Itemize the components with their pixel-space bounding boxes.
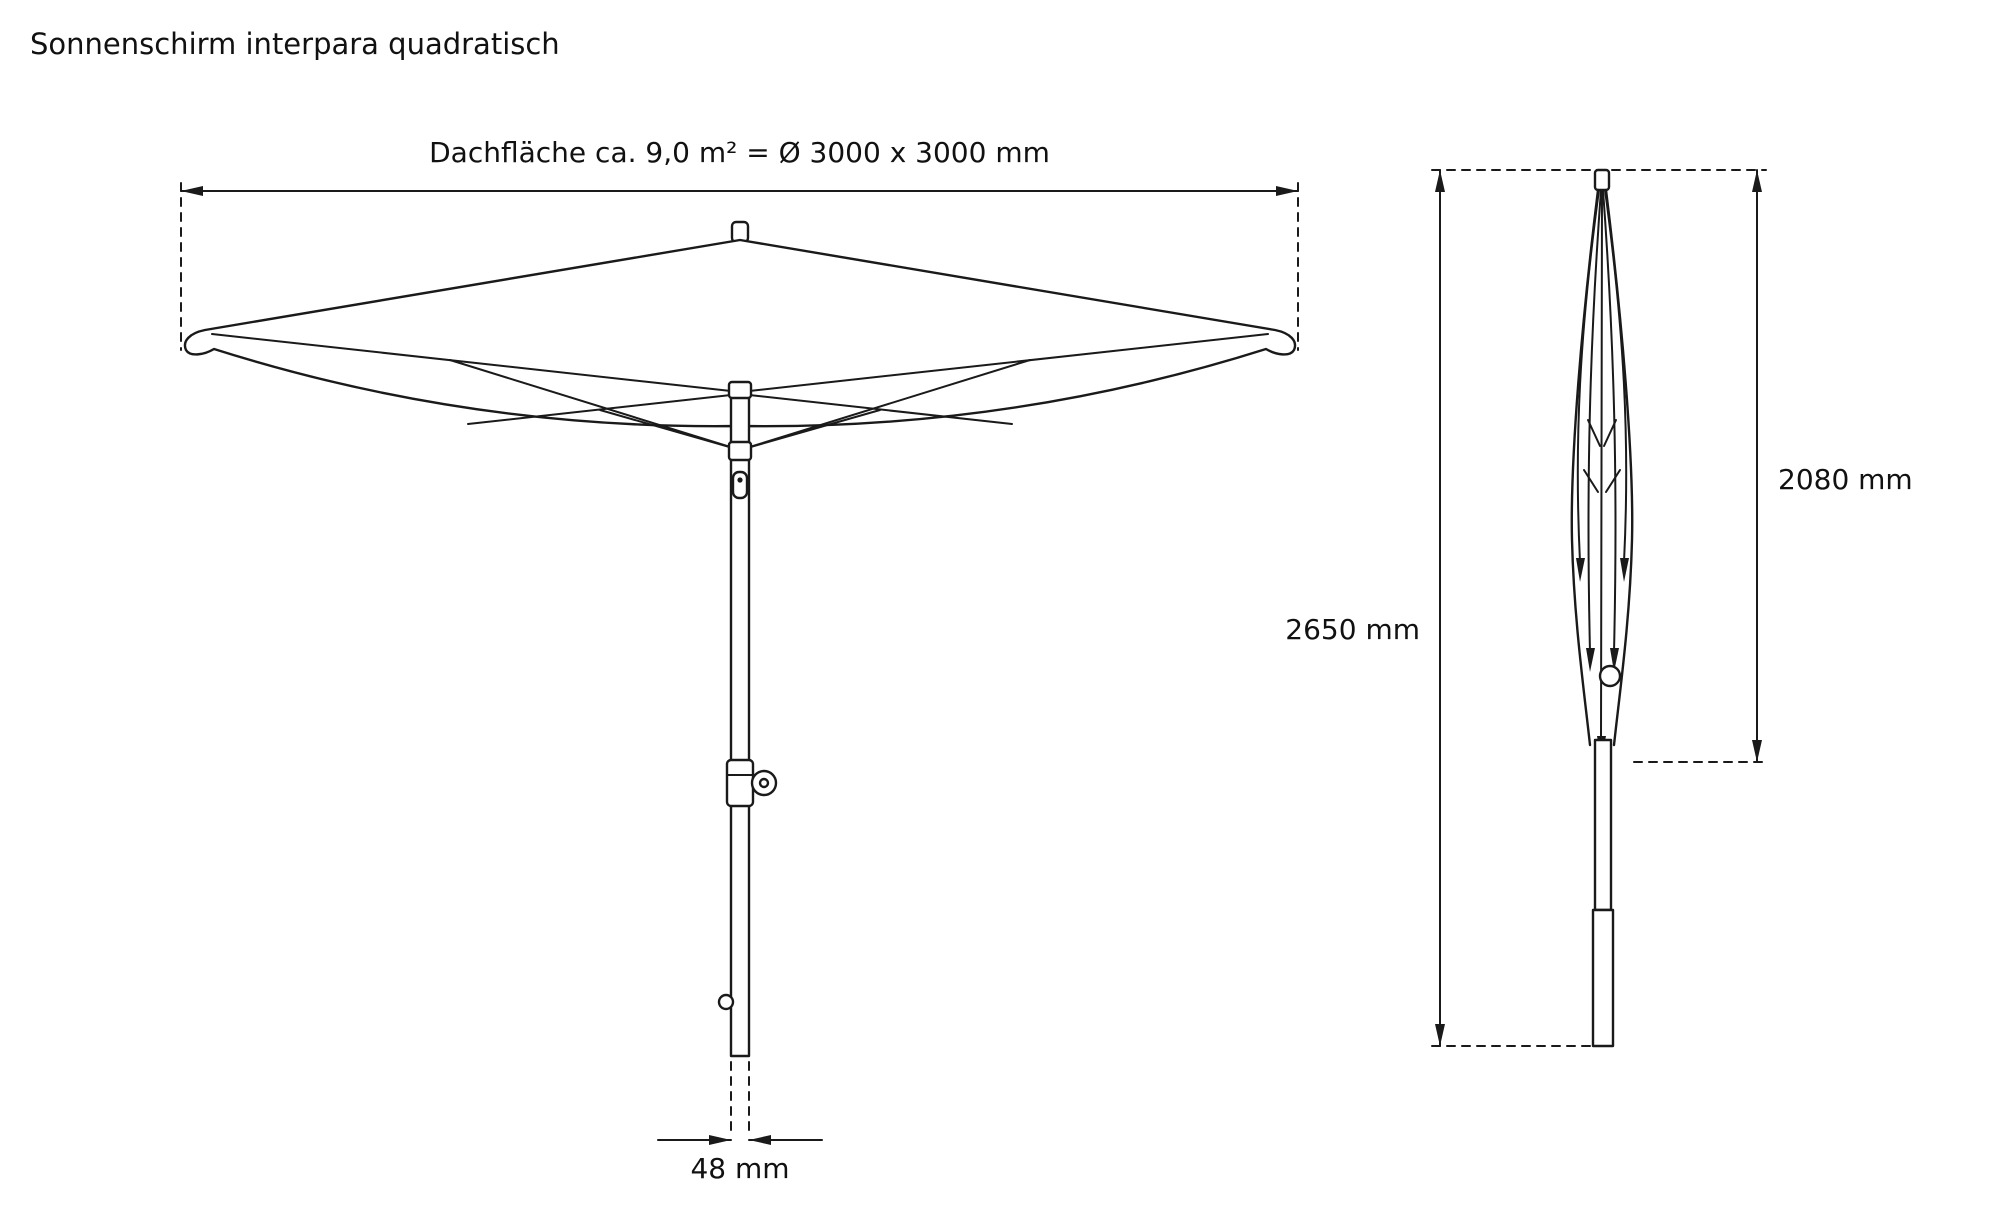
locking-knob [717, 993, 735, 1011]
folded-fabric-left-edge [1570, 188, 1600, 747]
roof-width-dimension [180, 182, 1299, 351]
pole-diameter-label: 48 mm [690, 1152, 790, 1185]
folded-ribs [1576, 189, 1628, 741]
canopy-struts [449, 359, 1031, 451]
arrow-down-icon [1435, 1024, 1445, 1046]
arrow-right-icon [709, 1135, 731, 1145]
closed-pole-upper [1593, 738, 1613, 912]
arrow-up-icon [1752, 170, 1762, 192]
canopy-ribs [211, 333, 1269, 425]
folded-fabric-right-edge [1604, 188, 1634, 747]
page-title: Sonnenschirm interpara quadratisch [30, 27, 560, 61]
crank-handle [725, 758, 778, 808]
dimension-lines [180, 169, 1767, 1145]
open-umbrella-drawing [183, 220, 1297, 1058]
arrow-up-icon [1435, 170, 1445, 192]
arrow-down-icon [1752, 740, 1762, 762]
arrow-right-icon [1276, 186, 1298, 196]
arrow-left-icon [181, 186, 203, 196]
closed-pole-sleeve [1591, 908, 1615, 1048]
closed-umbrella-drawing [1570, 168, 1634, 1048]
tilt-button [731, 470, 749, 500]
canopy-height-label: 2080 mm [1778, 463, 1913, 496]
folded-rib-tips [1576, 558, 1629, 760]
canopy-hub [727, 380, 753, 400]
fabric-tie-button [1598, 664, 1622, 688]
pole-diameter-dimension [657, 1061, 823, 1145]
roof-area-label: Dachfläche ca. 9,0 m² = Ø 3000 x 3000 mm [429, 136, 1050, 169]
canopy-height-dimension [1633, 169, 1767, 763]
closed-finial-cap [1593, 168, 1611, 192]
total-height-label: 2650 mm [1285, 613, 1420, 646]
total-height-dimension [1431, 169, 1767, 1047]
arrow-left-icon [749, 1135, 771, 1145]
runner [727, 440, 753, 462]
